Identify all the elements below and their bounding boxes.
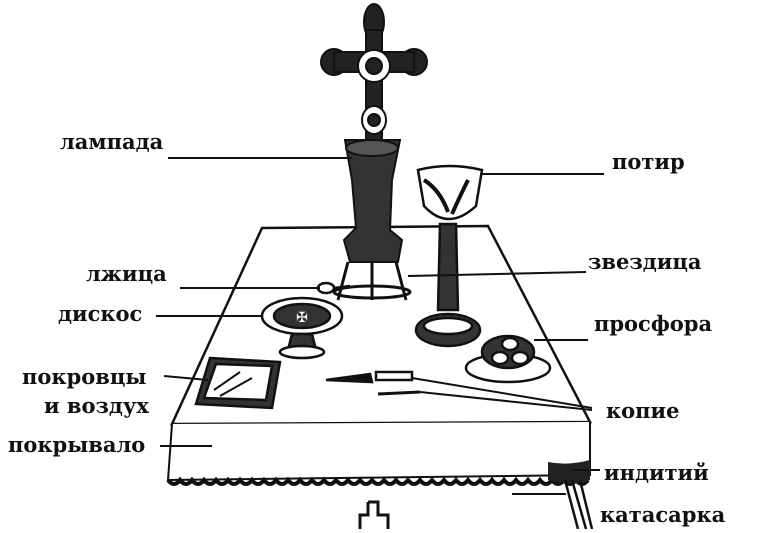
cloth-dark-right [548, 460, 590, 483]
table-cloth-front [166, 422, 591, 482]
chalice-icon [414, 164, 484, 348]
katasarka-edge [563, 479, 594, 530]
label-prosfora: просфора [594, 311, 713, 336]
leader-lines [156, 157, 604, 495]
leader-zvezditsa [407, 271, 587, 277]
label-katasarka: катасарка [600, 502, 726, 527]
label-lzhitsa: лжица [86, 261, 167, 286]
paten-icon: ✠ [260, 296, 344, 360]
label-lampada: лампада [60, 129, 164, 154]
lampada-icon [332, 139, 412, 301]
label-pokrovtsy-line1: покровцы [22, 364, 147, 389]
leader-kopie-1 [411, 377, 593, 409]
label-diskos: дискос [58, 301, 143, 326]
label-pokrovtsy-line2: и воздух [44, 393, 149, 418]
label-pokryvalo: покрывало [8, 432, 146, 457]
label-potir: потир [612, 149, 685, 174]
label-kopie: копие [606, 398, 680, 423]
leader-pokrovtsy [163, 375, 209, 381]
folded-covers-icon [194, 356, 282, 410]
svg-text:✠: ✠ [296, 310, 308, 326]
label-inditiy: индитий [604, 460, 709, 485]
leader-kopie-2 [419, 391, 593, 411]
spear-icon [325, 370, 421, 396]
altar-cross-icon [320, 3, 428, 161]
prosphora-icon [464, 334, 552, 384]
cloth-cross-mark [358, 500, 390, 529]
label-zvezditsa: звездица [588, 249, 702, 274]
inditiy-fringe [166, 476, 590, 486]
